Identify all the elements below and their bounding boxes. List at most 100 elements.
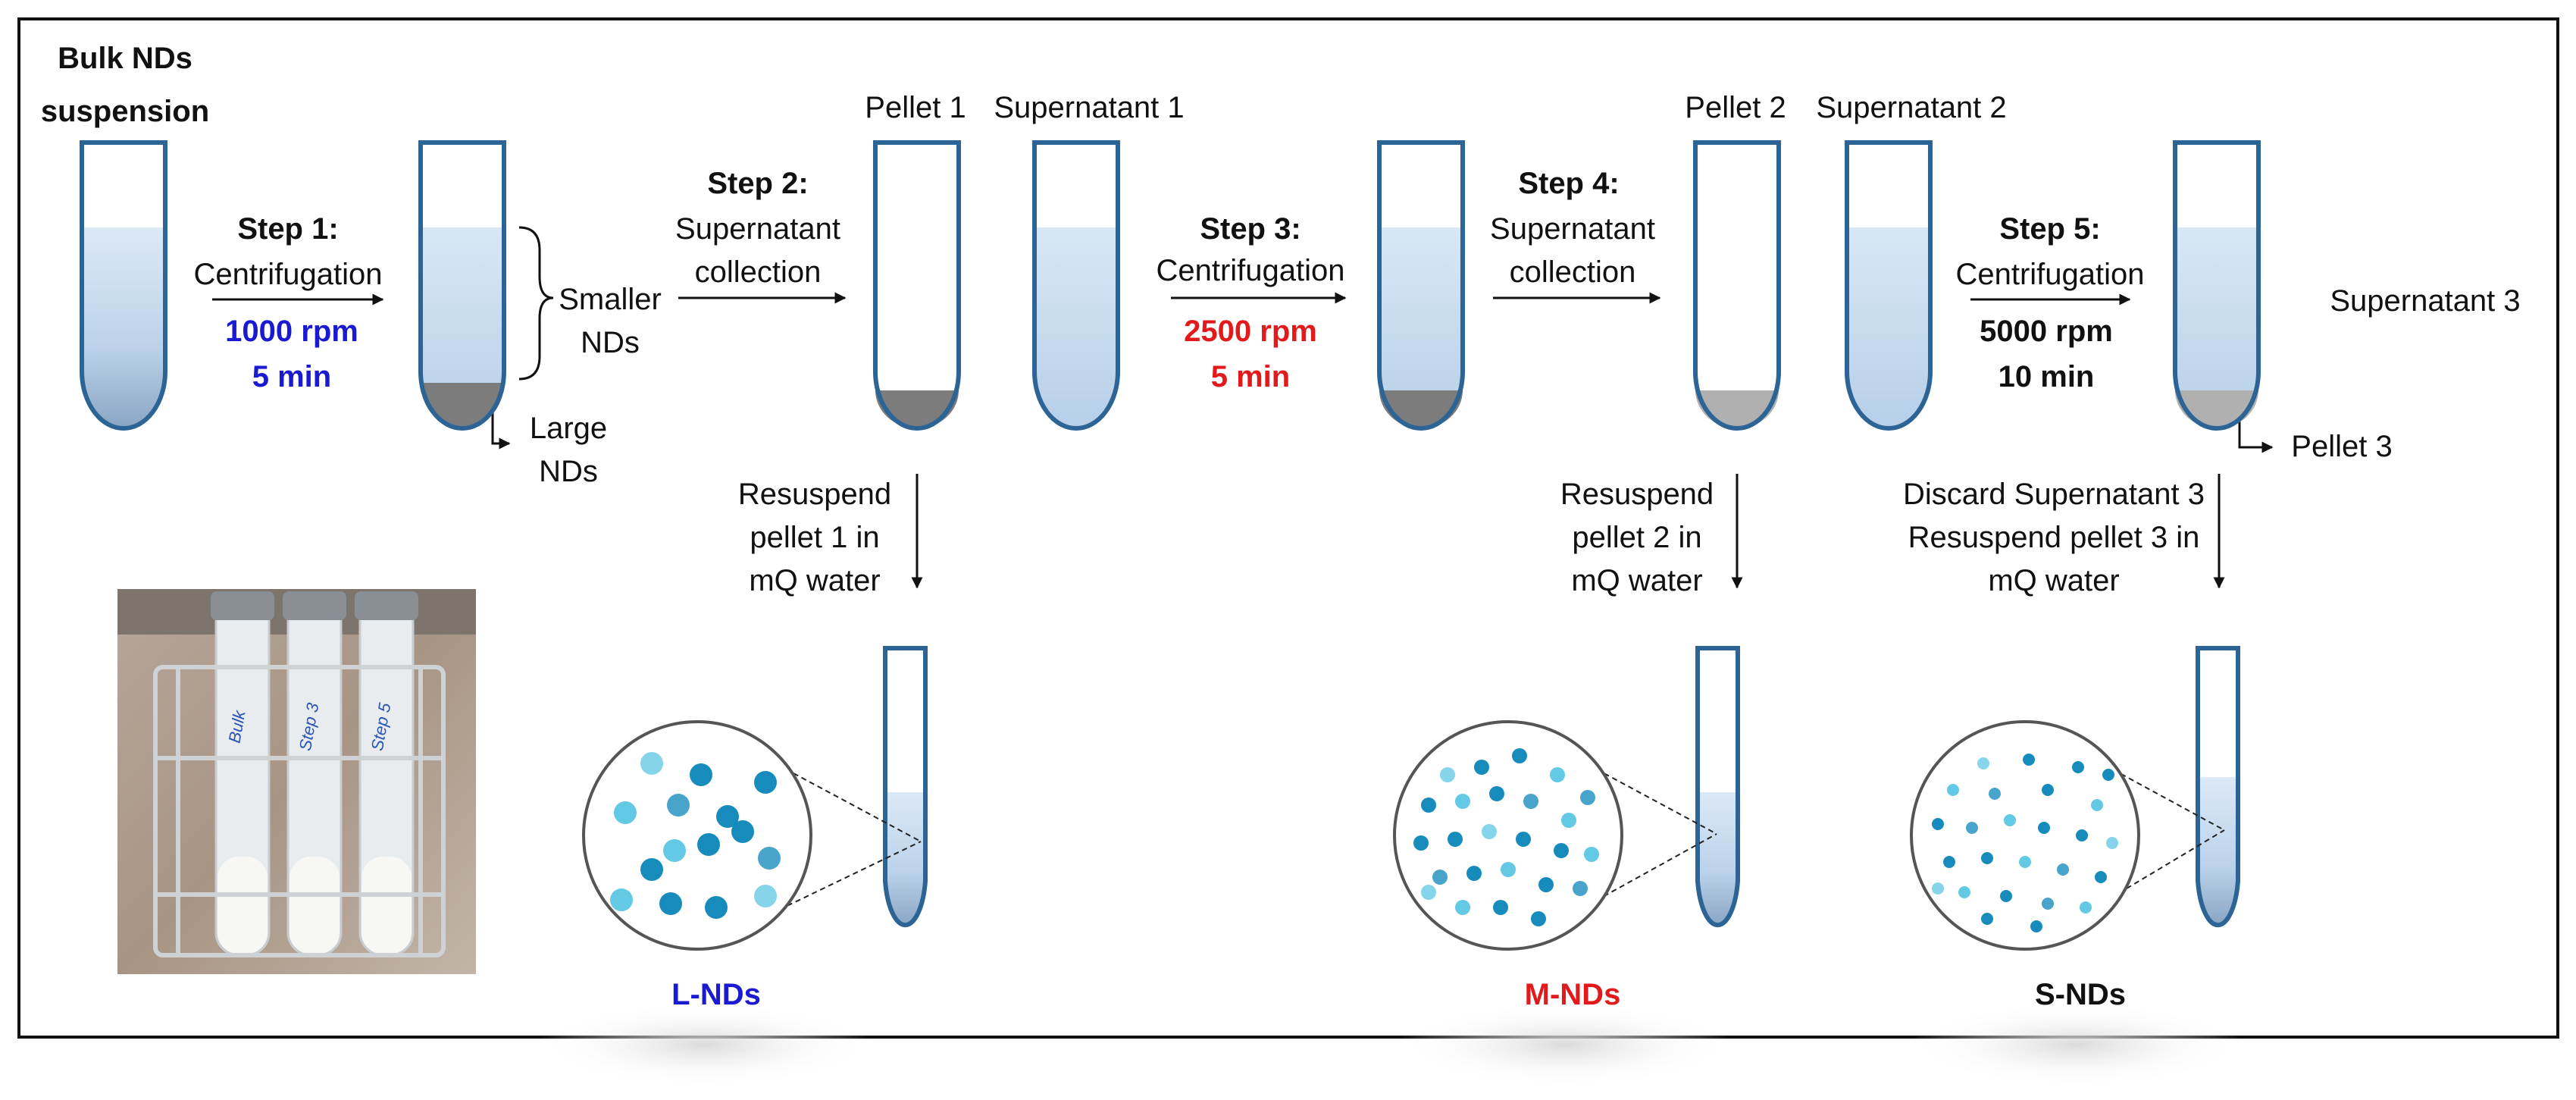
large-nds-line1: Large — [530, 412, 607, 445]
mnds-zoom-circle — [1393, 720, 1623, 951]
nanodiamond-particle — [2076, 829, 2088, 841]
nanodiamond-particle — [667, 794, 690, 816]
nanodiamond-particle — [1413, 835, 1429, 851]
nanodiamond-particle — [640, 752, 663, 775]
lnds-shadow — [538, 1003, 872, 1086]
resus2-line2: pellet 2 in — [1572, 521, 1701, 554]
nanodiamond-particle — [2000, 890, 2012, 902]
smaller-nds-line2: NDs — [581, 326, 640, 359]
pellet2-label: Pellet 2 — [1685, 91, 1786, 124]
nanodiamond-particle — [1432, 870, 1448, 885]
resus1-line1: Resuspend — [738, 478, 891, 511]
nanodiamond-particle — [1466, 866, 1482, 881]
step1-action: Centrifugation — [193, 258, 382, 291]
tube-step3 — [1377, 140, 1465, 431]
nanodiamond-particle — [1482, 824, 1497, 839]
nanodiamond-particle — [1493, 900, 1508, 915]
nanodiamond-particle — [1981, 852, 1993, 864]
bulk-title-line2: suspension — [41, 95, 209, 128]
nanodiamond-particle — [1573, 881, 1588, 896]
snds-particles — [1932, 754, 2118, 932]
nanodiamond-particle — [2042, 898, 2054, 910]
nanodiamond-particle — [2023, 754, 2035, 766]
smaller-nds-line1: Smaller — [559, 283, 662, 316]
step5-time: 10 min — [1999, 360, 2095, 393]
nanodiamond-particle — [1584, 847, 1599, 862]
nanodiamond-particle — [614, 801, 637, 824]
smaller-nds-brace — [518, 226, 554, 381]
step2-line1: Supernatant — [675, 212, 840, 246]
nanodiamond-particle — [1958, 886, 1970, 898]
nanodiamond-particle — [640, 858, 663, 881]
resus1-line3: mQ water — [749, 564, 880, 597]
step5-speed: 5000 rpm — [1980, 315, 2113, 348]
nanodiamond-particle — [610, 888, 633, 911]
lnds-zoom-circle — [582, 720, 812, 951]
step4-line2: collection — [1510, 255, 1636, 289]
nanodiamond-particle — [2091, 799, 2103, 811]
nanodiamond-particle — [2102, 769, 2114, 781]
nanodiamond-particle — [1531, 911, 1546, 926]
step5-title: Step 5: — [1999, 212, 2100, 246]
resus3-line1: Discard Supernatant 3 — [1903, 478, 2205, 511]
bulk-title-line1: Bulk NDs — [58, 42, 192, 75]
nanodiamond-particle — [731, 820, 754, 843]
nanodiamond-particle — [1440, 767, 1455, 782]
nanodiamond-particle — [754, 885, 777, 907]
nanodiamond-particle — [2057, 863, 2069, 876]
nanodiamond-particle — [690, 763, 712, 786]
tube-bulk — [80, 140, 167, 431]
tube-pellet1 — [873, 140, 961, 431]
nanodiamond-particle — [1989, 788, 2001, 800]
nanodiamond-particle — [1932, 818, 1944, 830]
resus2-line3: mQ water — [1571, 564, 1702, 597]
nanodiamond-particle — [697, 833, 720, 856]
nanodiamond-particle — [1947, 784, 1959, 796]
nanodiamond-particle — [1455, 900, 1470, 915]
nanodiamond-particle — [2106, 837, 2118, 849]
supernatant1-label: Supernatant 1 — [994, 91, 1184, 124]
nanodiamond-particle — [1501, 862, 1516, 877]
step4-title: Step 4: — [1518, 167, 1619, 200]
nanodiamond-particle — [1489, 786, 1504, 801]
lnds-particles — [610, 752, 781, 919]
nanodiamond-particle — [2080, 901, 2092, 914]
resus1-line2: pellet 1 in — [750, 521, 879, 554]
nanodiamond-particle — [1981, 913, 1993, 925]
large-nds-line2: NDs — [539, 455, 598, 488]
nanodiamond-particle — [2030, 920, 2042, 932]
nanodiamond-particle — [1561, 813, 1576, 828]
nanodiamond-particle — [2095, 871, 2107, 883]
snds-label: S-NDs — [2035, 978, 2126, 1011]
step3-speed: 2500 rpm — [1184, 315, 1317, 348]
nanodiamond-particle — [1538, 877, 1554, 892]
nanodiamond-particle — [1932, 882, 1944, 895]
tube-step5 — [2173, 140, 2261, 431]
step5-action: Centrifugation — [1955, 258, 2144, 291]
nanodiamond-particle — [716, 805, 739, 828]
supernatant3-label: Supernatant 3 — [2330, 284, 2520, 318]
step1-title: Step 1: — [237, 212, 338, 246]
nanodiamond-particle — [1580, 790, 1595, 805]
tube-rack-photo: Bulk Step 3 Step 5 — [117, 589, 476, 974]
nanodiamond-particle — [758, 847, 781, 870]
step2-line2: collection — [695, 255, 822, 289]
mnds-label: M-NDs — [1525, 978, 1621, 1011]
nanodiamond-particle — [1455, 794, 1470, 809]
nanodiamond-particle — [1421, 798, 1436, 813]
nanodiamond-particle — [2072, 761, 2084, 773]
step1-time: 5 min — [252, 360, 331, 393]
nanodiamond-particle — [2042, 784, 2054, 796]
nanodiamond-particle — [663, 839, 686, 862]
resus3-line2: Resuspend pellet 3 in — [1908, 521, 2200, 554]
step3-time: 5 min — [1211, 360, 1290, 393]
resus3-line3: mQ water — [1988, 564, 2119, 597]
step3-action: Centrifugation — [1156, 254, 1344, 287]
nanodiamond-particle — [1516, 832, 1531, 847]
nanodiamond-particle — [1977, 757, 1989, 769]
nanodiamond-particle — [2019, 856, 2031, 868]
nanodiamond-particle — [1550, 767, 1565, 782]
supernatant2-label: Supernatant 2 — [1816, 91, 2006, 124]
step4-line1: Supernatant — [1490, 212, 1655, 246]
